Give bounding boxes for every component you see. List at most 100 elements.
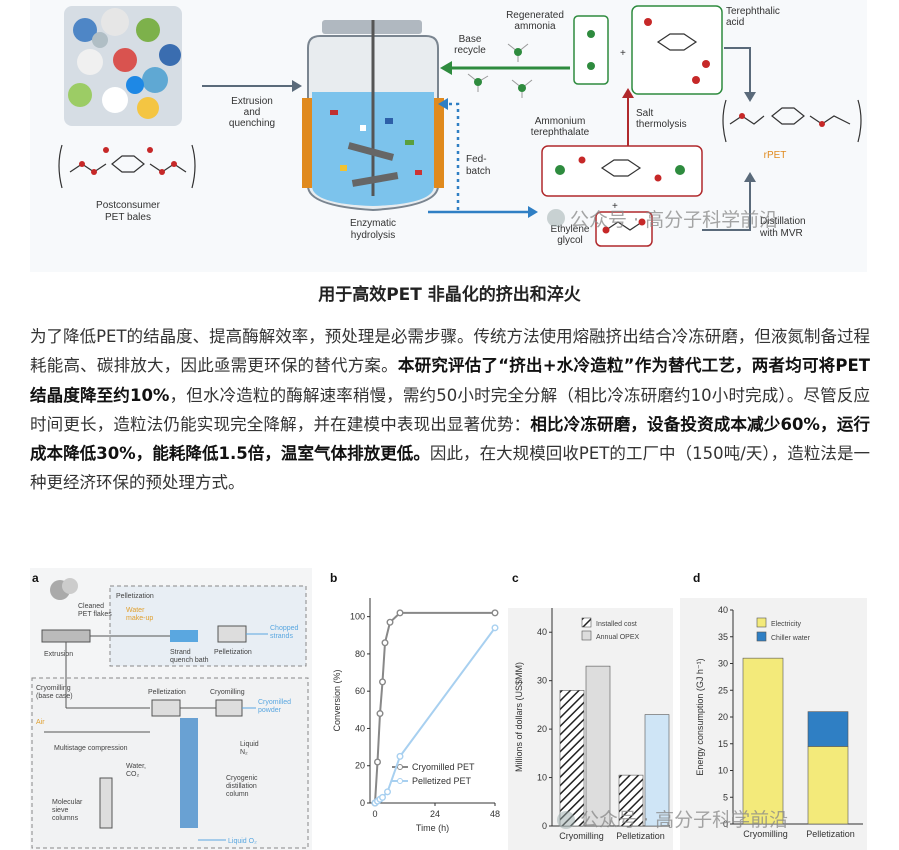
- fed-batch-arrowhead: [438, 98, 448, 110]
- legend-label-0: Cryomilled PET: [412, 762, 475, 772]
- y-tick-label: 20: [355, 761, 365, 771]
- y-axis-label: Millions of dollars (US$MM): [514, 662, 524, 772]
- terephthalic-label-1: Terephthalic: [726, 6, 780, 17]
- y-tick-label: 10: [718, 766, 728, 776]
- legend-swatch-0: [581, 617, 592, 628]
- pelletization-box-label: Pelletization: [116, 593, 154, 600]
- y-tick-label: 25: [718, 685, 728, 695]
- liquid-o2-label: Liquid O₂: [228, 838, 257, 845]
- reactor-tank: [302, 20, 444, 212]
- water-label-2: make-up: [126, 615, 153, 622]
- pelletization-label: Pelletization: [214, 649, 252, 656]
- plus-sign-1: +: [620, 48, 626, 59]
- panel-a: a Pelletization Cleaned PET flakes Extru…: [30, 568, 312, 850]
- category-label: Pelletization: [806, 829, 855, 839]
- enzymatic-label-1: Enzymatic: [350, 218, 396, 229]
- panel-b-letter: b: [330, 571, 337, 585]
- cleaned-label-2: PET flakes: [78, 611, 112, 618]
- y-tick-label: 30: [537, 676, 547, 686]
- legend-marker-1: [397, 778, 403, 784]
- tpa-ring: [656, 33, 698, 51]
- process-diagram: Postconsumer PET bales Extrusion and que…: [58, 5, 862, 247]
- pet-structure-icon: [58, 144, 196, 189]
- liquid-n2-label-1: Liquid: [240, 741, 259, 748]
- data-point: [491, 624, 499, 632]
- bottom-results-figure: a Pelletization Cleaned PET flakes Extru…: [30, 568, 867, 850]
- ammonium-label-2: terephthalate: [531, 127, 590, 138]
- extrusion-label-2: and: [244, 107, 261, 118]
- wechat-icon: [547, 209, 565, 227]
- bottom-watermark: 公众号 · 高分子科学前沿: [580, 809, 788, 831]
- ammonium-label-1: Ammonium: [535, 116, 586, 127]
- wechat-icon-2: [557, 811, 575, 829]
- ethylene-label-1: Ethylene: [551, 224, 590, 235]
- top-process-figure: Postconsumer PET bales Extrusion and que…: [30, 0, 867, 272]
- data-point: [374, 758, 382, 766]
- rpet-label: rPET: [764, 150, 787, 161]
- distillation-label-2: with MVR: [759, 228, 803, 239]
- data-point: [396, 752, 404, 760]
- legend-label-1: Pelletized PET: [412, 776, 472, 786]
- distillation-arrow: [702, 180, 751, 231]
- data-point: [386, 618, 394, 626]
- paragraph-bold-1: 本研究评估了“挤出+水冷造粒”作为替代工艺，两者均可将PET结晶度降至约10%: [30, 356, 871, 405]
- salt-thermolysis-label-1: Salt: [636, 108, 653, 119]
- y-tick-label: 40: [537, 627, 547, 637]
- legend-swatch-1: [756, 631, 767, 642]
- legend-label-0: Installed cost: [596, 621, 637, 628]
- y-tick-label: 20: [537, 724, 547, 734]
- extrusion-arrowhead: [292, 80, 302, 92]
- distillation-column-icon: [180, 718, 198, 828]
- rpet-structure-icon: [722, 99, 862, 143]
- legend-label-1: Chiller water: [771, 635, 811, 642]
- pet-structure-atoms: [79, 147, 177, 175]
- y-tick-label: 60: [355, 686, 365, 696]
- y-tick-label: 40: [718, 605, 728, 615]
- base-recycle-label-1: Base: [459, 34, 482, 45]
- fed-batch-arrow: [446, 102, 460, 210]
- bar-0-1: [585, 665, 611, 827]
- molecular-label-1: Molecular: [52, 799, 83, 806]
- y-tick-label: 0: [723, 819, 728, 829]
- panel-a-letter: a: [32, 571, 39, 585]
- regen-ammonia-label-1: Regenerated: [506, 10, 564, 21]
- cryomilling-base-label-2: (base case): [36, 693, 73, 700]
- postconsumer-label-1: Postconsumer: [96, 200, 161, 211]
- legend-label-0: Electricity: [771, 621, 801, 628]
- data-point: [379, 678, 387, 686]
- molecular-label-2: sieve: [52, 807, 68, 814]
- cryo-powder-label-2: powder: [258, 707, 282, 714]
- y-axis-label: Energy consumption (GJ h⁻¹): [695, 658, 705, 775]
- y-tick-label: 40: [355, 723, 365, 733]
- bar-0-0: [559, 690, 585, 827]
- liquid-n2-label-2: N₂: [240, 749, 248, 756]
- y-tick-label: 5: [723, 792, 728, 802]
- x-tick-label: 0: [372, 809, 377, 819]
- water-label-1: Water: [126, 607, 145, 614]
- bar-1-0: [807, 746, 849, 825]
- water-co2-label-2: CO₂: [126, 771, 140, 778]
- results-figure-svg: a Pelletization Cleaned PET flakes Extru…: [30, 568, 867, 850]
- category-label: Cryomilling: [743, 829, 788, 839]
- data-point: [491, 609, 499, 617]
- chopped-label-1: Chopped: [270, 625, 299, 632]
- cryogenic-label-1: Cryogenic: [226, 775, 258, 782]
- y-tick-label: 35: [718, 632, 728, 642]
- salt-thermolysis-label-2: thermolysis: [636, 119, 687, 130]
- base-recycle-arrowhead: [440, 61, 452, 75]
- top-watermark: 公众号 · 高分子科学前沿: [570, 209, 778, 231]
- cryo-powder-label-1: Cryomilled: [258, 699, 291, 706]
- article-paragraph: 为了降低PET的结晶度、提高酶解效率，预处理是必需步骤。传统方法使用熔融挤出结合…: [30, 322, 870, 498]
- water-co2-label-1: Water,: [126, 763, 146, 770]
- cleaned-label-1: Cleaned: [78, 603, 104, 610]
- data-point: [381, 639, 389, 647]
- y-tick-label: 0: [360, 798, 365, 808]
- pelletization-box: [109, 585, 307, 667]
- paragraph-bold-2: 相比冷冻研磨，设备投资成本减少60%，运行成本降低30%，能耗降低1.5倍，温室…: [30, 414, 870, 464]
- cryogenic-label-3: column: [226, 791, 249, 798]
- fed-batch-label-1: Fed-: [466, 154, 487, 165]
- x-axis-label: Time (h): [416, 823, 449, 833]
- ethylene-label-2: glycol: [557, 235, 583, 246]
